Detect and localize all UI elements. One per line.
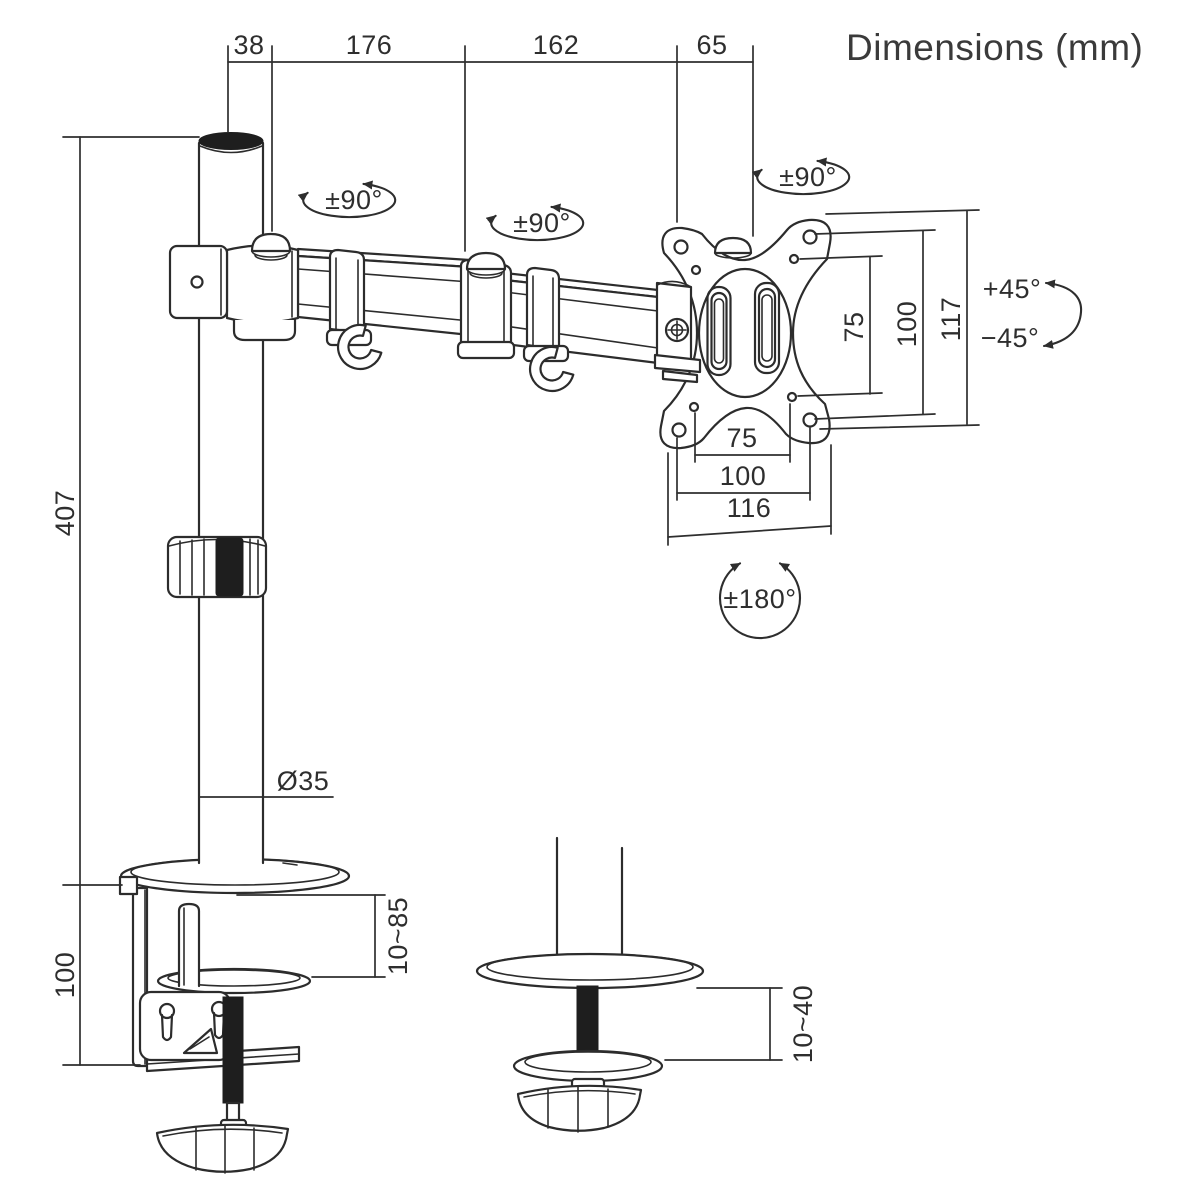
dim-top-chain: 38 176 162 65 (227, 30, 754, 252)
dim-407: 407 (50, 490, 80, 537)
dim-100-vertical: 100 (892, 301, 922, 348)
vesa-plate (659, 218, 832, 450)
rotation-label-2: ±90° (513, 208, 571, 238)
vesa-hole-75-bl (688, 401, 700, 413)
dim-diameter-35: Ø35 (277, 766, 330, 796)
joint-dome-screw-3 (713, 236, 753, 255)
dim-10-40: 10~40 (788, 985, 818, 1063)
vesa-hole-75-tl (690, 264, 702, 276)
pole-collar-ring (166, 535, 268, 599)
dim-162: 162 (533, 30, 580, 60)
vesa-hole-75-br (786, 391, 798, 403)
joint-dome-screw-2 (465, 251, 507, 271)
dim-65: 65 (696, 30, 727, 60)
desk-clamp (118, 875, 312, 1174)
keyhole-slot-1 (158, 1002, 176, 1042)
clamp-knob (155, 1123, 290, 1173)
vesa-center-ring (697, 267, 793, 399)
dim-10-85: 10~85 (383, 897, 413, 975)
grommet-mount (475, 836, 705, 1133)
tilt-down-label: −45° (981, 323, 1040, 353)
pole-top-cap (198, 132, 264, 150)
dim-100-clamp: 100 (50, 952, 80, 999)
joint-dome-screw-1 (250, 232, 292, 253)
vesa-hole-100-tl (673, 239, 689, 255)
vesa-slot-left (706, 285, 732, 377)
rotation-label-3: ±90° (779, 162, 837, 192)
dim-clamp-range: 10~85 (236, 894, 413, 978)
drawing-title: Dimensions (mm) (846, 27, 1143, 68)
rotation-tilt: +45° −45° (981, 274, 1083, 353)
vesa-slot-right (753, 281, 781, 375)
dim-100-horizontal: 100 (720, 461, 767, 491)
rotation-vesa-swivel: ±90° (751, 157, 851, 196)
c-hook-1 (337, 323, 383, 370)
vesa-hole-100-br (802, 412, 818, 428)
cable-clip-1 (325, 248, 383, 370)
mid-arm-joint (456, 251, 516, 360)
dim-117-vertical: 117 (936, 297, 966, 342)
rotation-label-180: ±180° (723, 584, 796, 614)
vesa-hinge-bracket (653, 236, 753, 384)
rotation-label-1: ±90° (325, 185, 383, 215)
phillips-cross-icon (667, 320, 687, 340)
dim-grommet-range: 10~40 (664, 985, 818, 1063)
arm-segment-1 (296, 247, 472, 337)
vesa-hole-75-tr (788, 253, 800, 265)
pole-clamp-joint (168, 232, 300, 342)
c-hook-2 (529, 345, 575, 392)
rotation-arm-joint-1: ±90° (297, 180, 397, 219)
cable-clip-2 (522, 266, 575, 392)
tilt-up-label: +45° (983, 274, 1042, 304)
clamp-guide-rod (177, 902, 201, 988)
dim-75-horizontal: 75 (726, 423, 757, 453)
dim-116: 116 (727, 493, 772, 523)
dim-176: 176 (346, 30, 393, 60)
dim-vesa-horizontal: 75 100 116 (667, 403, 832, 546)
dim-38: 38 (233, 30, 264, 60)
vesa-hole-100-bl (671, 422, 687, 438)
vesa-hole-100-tr (802, 229, 818, 245)
clamp-lower-bracket (232, 318, 297, 342)
clamp-threaded-rod (222, 996, 244, 1104)
clamp-screw-hole (190, 275, 204, 289)
dim-left-chain: 407 100 (50, 136, 200, 1066)
rotation-arm-joint-2: ±90° (485, 203, 585, 242)
rotation-vesa-180: ±180° (718, 562, 802, 640)
dim-75-vertical: 75 (839, 311, 869, 342)
grommet-threaded-rod (576, 985, 599, 1059)
dim-pole-diameter: Ø35 (199, 766, 334, 798)
dim-vesa-vertical: 75 100 117 (797, 209, 980, 430)
